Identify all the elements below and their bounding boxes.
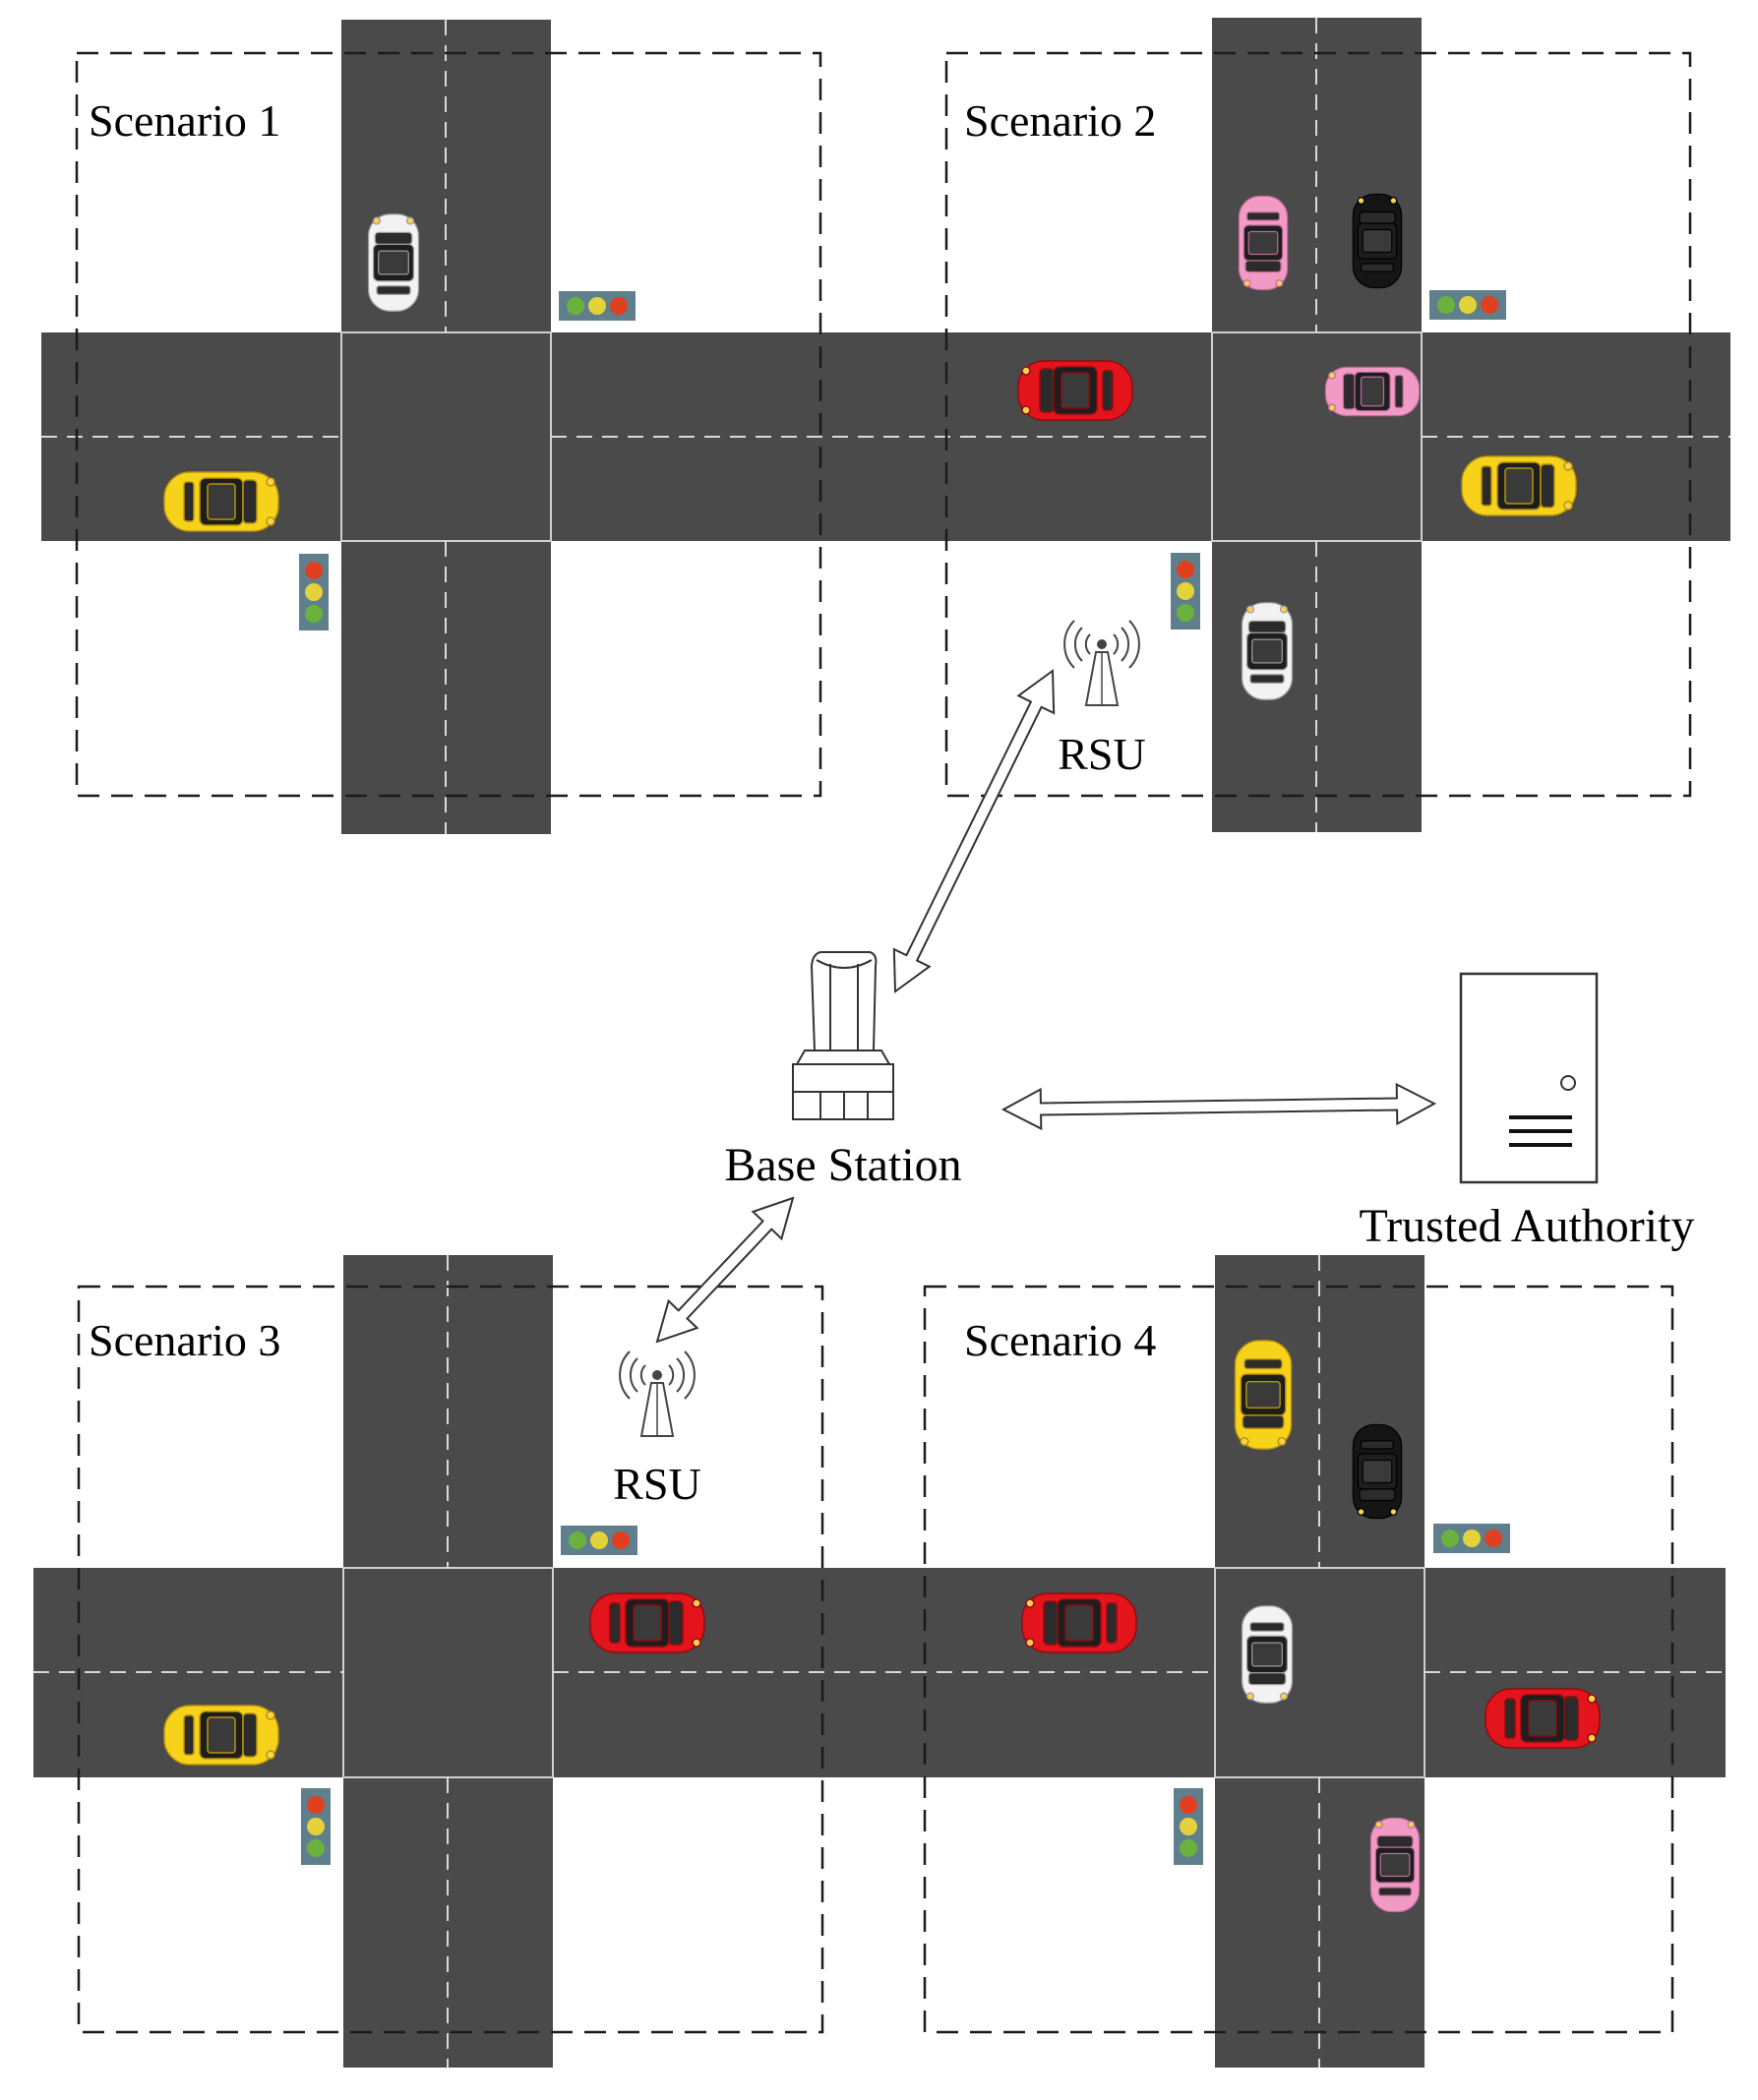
car-icon-yellow bbox=[163, 1705, 279, 1766]
road-horizontal-bottom bbox=[33, 1568, 1726, 1777]
scenario3-region bbox=[77, 1285, 824, 2034]
top-road-network bbox=[41, 18, 1730, 834]
car-icon-pink bbox=[1324, 366, 1421, 417]
car-icon-pink bbox=[1369, 1817, 1421, 1913]
scenario2-label: Scenario 2 bbox=[964, 95, 1156, 146]
car-icon-black bbox=[1352, 193, 1403, 289]
traffic-light-icon bbox=[299, 554, 329, 630]
road-vertical-scenario1 bbox=[341, 20, 551, 834]
traffic-light-icon bbox=[1171, 553, 1200, 630]
scenario1-label: Scenario 1 bbox=[89, 95, 280, 146]
rsu-antenna-icon bbox=[619, 1350, 696, 1437]
car-icon-yellow bbox=[1461, 455, 1577, 516]
rsu-label-top: RSU bbox=[1058, 729, 1145, 779]
rsu-antenna-icon bbox=[1063, 620, 1140, 706]
scenario4-label: Scenario 4 bbox=[964, 1315, 1156, 1365]
server-icon bbox=[1459, 972, 1599, 1184]
traffic-light-icon bbox=[301, 1788, 331, 1865]
bottom-road-network bbox=[33, 1255, 1726, 2068]
arrow-rsu-top-to-base-station bbox=[892, 669, 1056, 993]
scenario3-label: Scenario 3 bbox=[89, 1315, 280, 1365]
trusted-authority-label: Trusted Authority bbox=[1360, 1200, 1695, 1252]
lane-markings-bottom bbox=[33, 1255, 1726, 2068]
arrow-base-station-to-rsu-bottom bbox=[655, 1196, 795, 1344]
car-icon-white bbox=[1241, 602, 1294, 700]
traffic-light-icon bbox=[1433, 1524, 1510, 1553]
car-icon-white bbox=[1241, 1605, 1294, 1704]
car-icon-white bbox=[367, 213, 420, 312]
arrow-base-station-to-trusted-authority bbox=[1000, 1082, 1437, 1131]
car-icon-yellow bbox=[1234, 1340, 1293, 1450]
car-icon-red bbox=[1021, 1592, 1137, 1653]
traffic-light-icon bbox=[561, 1526, 637, 1555]
car-icon-red bbox=[1017, 360, 1133, 421]
car-icon-red bbox=[589, 1592, 705, 1653]
scenario1-region bbox=[75, 51, 822, 798]
car-icon-red bbox=[1485, 1688, 1601, 1749]
car-icon-black bbox=[1352, 1423, 1403, 1520]
lane-markings-top bbox=[41, 18, 1730, 834]
car-icon-yellow bbox=[163, 471, 279, 532]
traffic-light-icon bbox=[559, 291, 636, 321]
scenario2-region bbox=[944, 51, 1692, 798]
rsu-label-bottom: RSU bbox=[613, 1459, 700, 1509]
car-icon-pink bbox=[1238, 195, 1289, 291]
scenario4-region bbox=[923, 1285, 1674, 2034]
base-station-label: Base Station bbox=[724, 1139, 961, 1191]
base-station-tower-icon bbox=[792, 951, 894, 1120]
traffic-light-icon bbox=[1429, 290, 1506, 320]
traffic-light-icon bbox=[1174, 1788, 1203, 1865]
